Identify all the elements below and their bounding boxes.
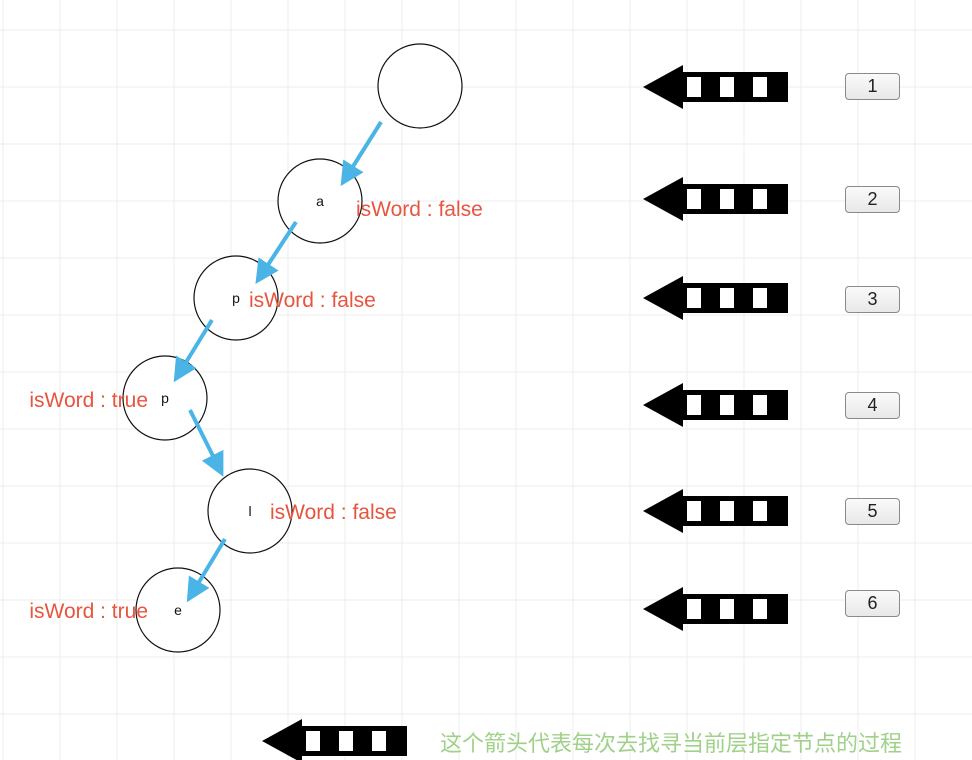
is-word-label: isWord : true <box>29 600 148 623</box>
traversal-arrow <box>255 220 298 285</box>
step-button-1[interactable]: 1 <box>845 73 900 100</box>
step-button-4[interactable]: 4 <box>845 392 900 419</box>
step-arrow-icon-2 <box>643 177 788 221</box>
node-letter: e <box>174 602 182 618</box>
step-button-5[interactable]: 5 <box>845 498 900 525</box>
step-arrow-icon-5 <box>643 489 788 533</box>
node-letter: p <box>232 290 240 306</box>
node-letter: a <box>316 193 324 209</box>
is-word-label: isWord : false <box>356 198 483 221</box>
traversal-arrow <box>340 120 383 187</box>
trie-node-0 <box>377 43 463 129</box>
legend-text: 这个箭头代表每次去找寻当前层指定节点的过程 <box>440 732 903 757</box>
step-arrow-icon-1 <box>643 65 788 109</box>
step-arrow-icon-3 <box>643 276 788 320</box>
traversal-arrow <box>186 537 227 603</box>
traversal-arrow <box>188 409 224 477</box>
step-arrow-icon-4 <box>643 383 788 427</box>
step-button-2[interactable]: 2 <box>845 186 900 213</box>
is-word-label: isWord : true <box>29 389 148 412</box>
trie-node-4 <box>207 468 293 554</box>
is-word-label: isWord : false <box>270 501 397 524</box>
step-button-3[interactable]: 3 <box>845 286 900 313</box>
is-word-label: isWord : false <box>249 289 376 312</box>
step-arrow-icon-6 <box>643 587 788 631</box>
traversal-arrow <box>173 318 214 383</box>
node-letter: p <box>161 390 169 406</box>
step-button-6[interactable]: 6 <box>845 590 900 617</box>
striped-left-arrow-icon <box>262 719 407 760</box>
node-letter: l <box>248 503 251 519</box>
